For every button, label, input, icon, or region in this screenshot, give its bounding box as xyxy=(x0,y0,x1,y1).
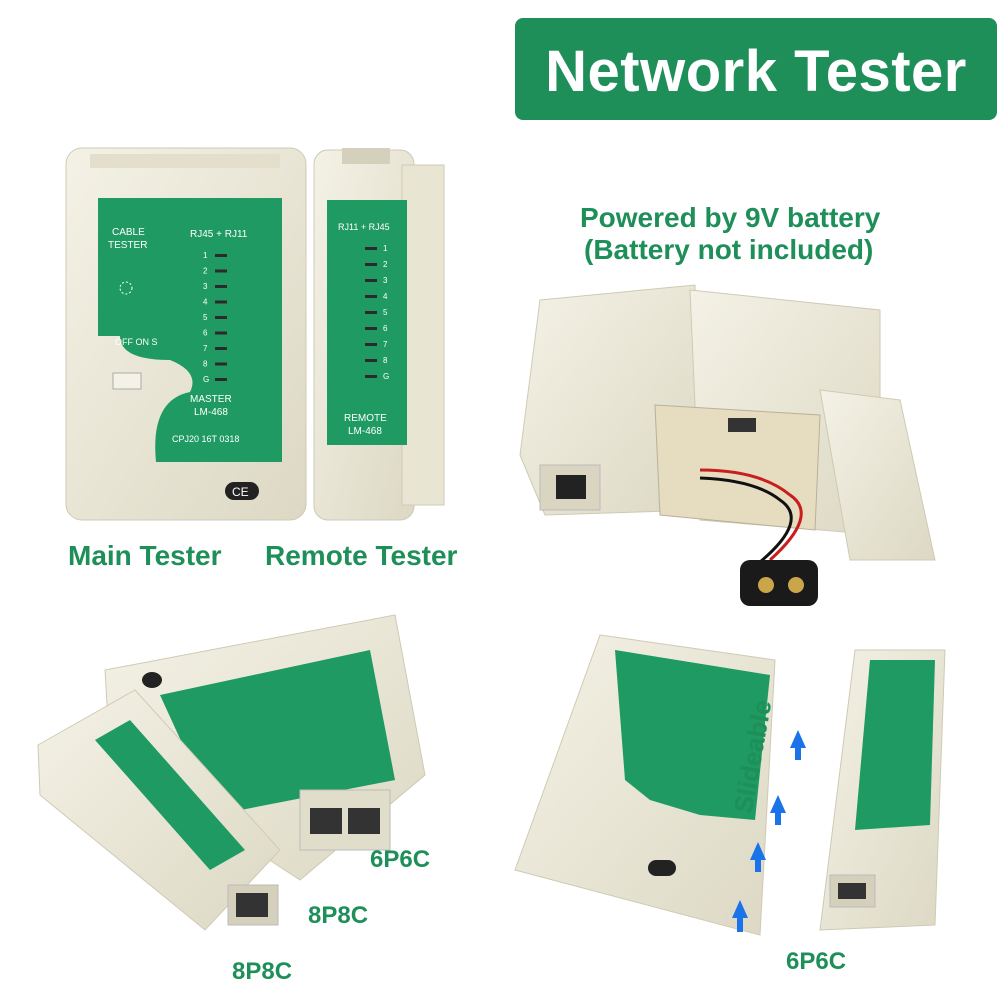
led-label: 4 xyxy=(203,298,208,307)
main-switch-label: OFF ON S xyxy=(115,337,158,347)
led-indicator xyxy=(215,378,227,381)
led-indicator xyxy=(365,359,377,362)
caption-remote-tester: Remote Tester xyxy=(265,540,458,571)
led-label: G xyxy=(383,372,389,381)
led-label: 1 xyxy=(383,244,388,253)
led-indicator xyxy=(215,331,227,335)
remote-model-2: LM-468 xyxy=(348,426,382,437)
led-indicator xyxy=(365,343,377,346)
led-indicator xyxy=(365,295,377,298)
battery-note-line1: Powered by 9V battery xyxy=(580,202,881,233)
battery-compartment-photo xyxy=(519,284,936,606)
battery-note-line2: (Battery not included) xyxy=(584,234,874,265)
led-indicator xyxy=(365,327,377,330)
led-indicator xyxy=(215,269,227,273)
led-indicator xyxy=(215,254,227,257)
led-label: 2 xyxy=(203,267,208,276)
ce-mark: CE xyxy=(232,485,249,499)
led-indicator xyxy=(215,347,227,350)
led-label: 5 xyxy=(203,313,208,322)
main-serial: CPJ20 16T 0318 xyxy=(172,434,239,444)
led-indicator xyxy=(215,362,227,366)
caption-main-tester: Main Tester xyxy=(68,540,222,571)
angled-testers-photo xyxy=(37,614,426,931)
main-model-1: MASTER xyxy=(190,394,232,405)
remote-tester-front: RJ11 + RJ45 1 2 3 4 5 6 7 8G REMOTE LM-468 xyxy=(313,148,445,521)
led-label: 7 xyxy=(203,344,208,353)
caption-8p8c-bottom: 8P8C xyxy=(232,958,293,985)
led-indicator xyxy=(365,311,377,314)
main-led-column: 1 2 3 4 5 6 7 8G xyxy=(203,251,227,384)
caption-8p8c-mid: 8P8C xyxy=(308,902,369,929)
led-indicator xyxy=(365,375,377,378)
banner-title: Network Tester xyxy=(545,39,967,104)
title-banner: Network Tester xyxy=(515,18,997,120)
led-indicator xyxy=(365,263,377,266)
caption-6p6c-right: 6P6C xyxy=(786,948,847,975)
led-label: 8 xyxy=(383,356,388,365)
led-label: 5 xyxy=(383,308,388,317)
caption-6p6c-left: 6P6C xyxy=(370,846,431,873)
main-model-2: LM-468 xyxy=(194,407,228,418)
main-label-2: TESTER xyxy=(108,240,147,251)
main-label-1: CABLE xyxy=(112,227,145,238)
remote-model-1: REMOTE xyxy=(344,413,387,424)
led-label: 1 xyxy=(203,251,208,260)
led-label: 3 xyxy=(203,282,208,291)
slideable-testers-photo xyxy=(514,634,946,936)
remote-jack-label: RJ11 + RJ45 xyxy=(338,222,390,232)
led-indicator xyxy=(365,279,377,282)
main-jack-label: RJ45 + RJ11 xyxy=(190,229,248,240)
slide-arrows xyxy=(732,730,806,932)
led-label: 6 xyxy=(383,324,388,333)
led-indicator xyxy=(215,285,227,288)
led-label: 2 xyxy=(383,260,388,269)
led-label: 4 xyxy=(383,292,388,301)
led-label: G xyxy=(203,375,209,384)
led-indicator xyxy=(215,316,227,319)
led-label: 3 xyxy=(383,276,388,285)
led-label: 6 xyxy=(203,329,208,338)
remote-led-column: 1 2 3 4 5 6 7 8G xyxy=(365,244,389,381)
led-label: 7 xyxy=(383,340,388,349)
led-indicator xyxy=(365,247,377,250)
main-tester-front: CABLE TESTER RJ45 + RJ11 OFF ON S 1 2 3 4 5 6… xyxy=(65,147,307,521)
led-label: 8 xyxy=(203,360,208,369)
led-indicator xyxy=(215,300,227,304)
